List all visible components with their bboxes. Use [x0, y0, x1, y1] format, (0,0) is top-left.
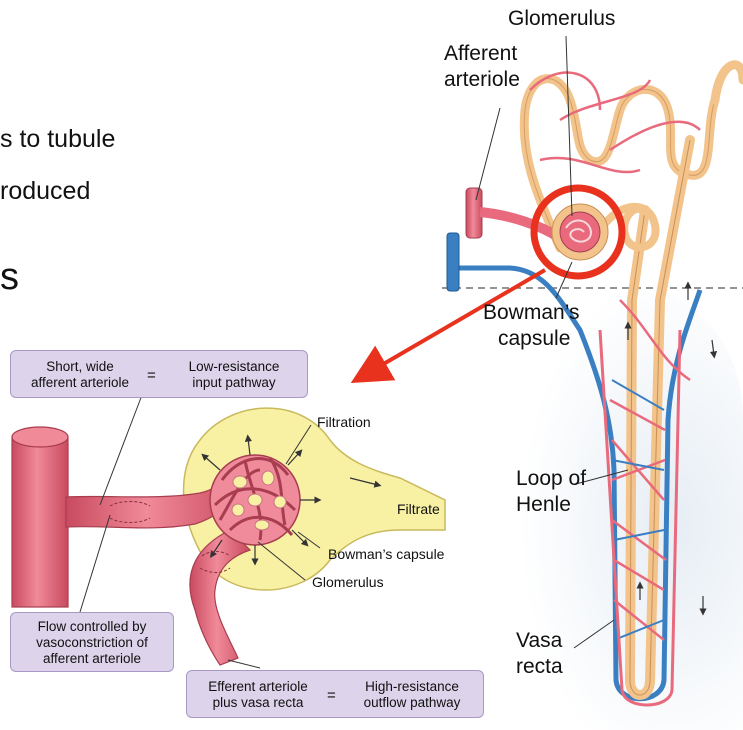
- glomerulus-small: [560, 212, 600, 252]
- bowmans-capsule-label-1: Bowman’s: [483, 300, 580, 325]
- flow-callout-line-3: afferent arteriole: [11, 651, 173, 667]
- afferent-callout-left-2: afferent arteriole: [19, 375, 141, 391]
- glomerulus-label: Glomerulus: [508, 6, 615, 31]
- slide-text-line: s: [0, 256, 19, 299]
- proximal-tubule-end: [715, 65, 743, 100]
- afferent-callout-right-1: Low-resistance: [169, 359, 299, 375]
- leader-flow-box: [80, 515, 110, 612]
- renal-artery-stub: [466, 188, 482, 238]
- loop-of-henle-label-2: Henle: [516, 492, 571, 517]
- flow-callout-line-1: Flow controlled by: [11, 619, 173, 635]
- artery-opening: [12, 427, 68, 447]
- vasa-recta-label-2: recta: [516, 654, 563, 679]
- afferent-callout-left-1: Short, wide: [19, 359, 141, 375]
- efferent-callout-right-1: High-resistance: [347, 679, 477, 695]
- afferent-callout: Short, wide afferent arteriole = Low-res…: [10, 350, 308, 398]
- glomerulus-detail-label: Glomerulus: [312, 574, 384, 591]
- bowmans-capsule-detail-label: Bowman’s capsule: [328, 546, 444, 563]
- interlobular-artery: [12, 437, 68, 607]
- filtrate-label: Filtrate: [397, 501, 440, 518]
- efferent-callout: Efferent arteriole plus vasa recta = Hig…: [186, 670, 484, 718]
- flow-callout: Flow controlled by vasoconstriction of a…: [10, 612, 174, 672]
- efferent-callout-right-2: outflow pathway: [347, 695, 477, 711]
- filtration-label: Filtration: [317, 414, 371, 431]
- afferent-callout-equals: =: [147, 367, 156, 385]
- vasa-recta-label-1: Vasa: [516, 628, 562, 653]
- flow-callout-line-2: vasoconstriction of: [11, 635, 173, 651]
- renal-vein-stub: [447, 233, 459, 291]
- loop-of-henle-label-1: Loop of: [516, 466, 586, 491]
- afferent-arteriole-label-2: arteriole: [444, 67, 520, 92]
- afferent-callout-right-2: input pathway: [169, 375, 299, 391]
- bowmans-capsule-label-2: capsule: [498, 326, 570, 351]
- leader-afferent-box: [100, 395, 142, 505]
- efferent-callout-equals: =: [327, 687, 336, 705]
- afferent-arteriole-label-1: Afferent: [444, 41, 517, 66]
- slide-text-line: roduced: [0, 177, 90, 206]
- efferent-callout-left-2: plus vasa recta: [195, 695, 321, 711]
- leader-efferent-box: [228, 660, 260, 668]
- slide-text-line: s to tubule: [0, 125, 115, 154]
- efferent-callout-left-1: Efferent arteriole: [195, 679, 321, 695]
- leader-afferent: [476, 108, 500, 200]
